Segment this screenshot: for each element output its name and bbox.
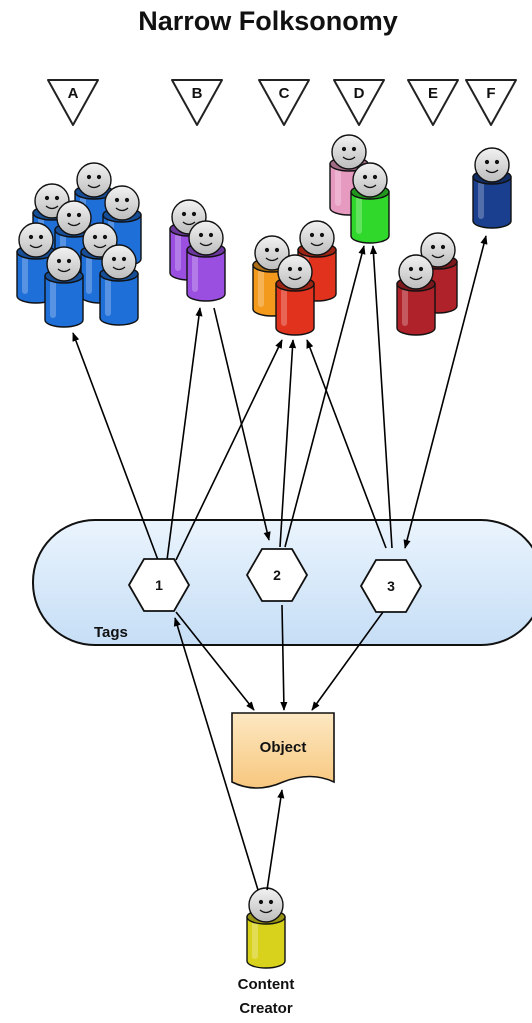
- arrow-tag3-to-object: [311, 611, 384, 711]
- user-group-d: [329, 134, 390, 244]
- arrow-tag3-to-c: [306, 339, 387, 549]
- arrow-tag1-to-a: [72, 332, 159, 561]
- tag-label-1: 1: [155, 577, 163, 593]
- user-b-2: [186, 220, 226, 302]
- group-triangles: A B C D E F: [47, 79, 517, 126]
- user-group-e: [396, 232, 458, 336]
- arrow-tag2-to-object: [280, 604, 288, 711]
- arrow-tag3-to-d: [369, 245, 393, 549]
- creator-label-line1: Content: [238, 976, 295, 993]
- group-label-f: F: [486, 85, 495, 102]
- tag-label-3: 3: [387, 578, 395, 594]
- user-group-f: [472, 147, 512, 229]
- arrows: [72, 235, 488, 891]
- tag-label-2: 2: [273, 567, 281, 583]
- creator-label-line2: Creator: [239, 1000, 293, 1017]
- content-creator: [246, 887, 286, 969]
- group-triangle-c: C: [258, 79, 310, 126]
- tag-hexagon-3: 3: [359, 559, 423, 613]
- group-label-d: D: [354, 85, 365, 102]
- tag-hexagons: 1 2 3: [127, 548, 423, 613]
- group-label-a: A: [68, 85, 79, 102]
- object-document: Object: [231, 712, 335, 789]
- arrow-tag2-to-c: [279, 339, 297, 548]
- user-c-3: [275, 254, 315, 336]
- arrow-tag1-to-object: [175, 611, 255, 711]
- arrow-b-to-tag2: [213, 307, 271, 541]
- user-group-c: [252, 220, 337, 336]
- group-label-c: C: [279, 85, 290, 102]
- arrow-tag3-to-f: [403, 235, 488, 549]
- content-creator-figure: [246, 887, 286, 969]
- user-group-a: [16, 162, 142, 328]
- group-triangle-f: F: [465, 79, 517, 126]
- group-triangle-b: B: [171, 79, 223, 126]
- tags-label: Tags: [94, 624, 128, 641]
- tag-hexagon-2: 2: [245, 548, 309, 602]
- arrow-tag1-to-b: [166, 307, 203, 561]
- group-label-b: B: [192, 85, 203, 102]
- diagram-title: Narrow Folksonomy: [138, 6, 398, 36]
- arrow-tag2-to-d: [284, 245, 366, 548]
- group-triangle-a: A: [47, 79, 99, 126]
- user-d-2: [350, 162, 390, 244]
- arrow-creator-to-object: [266, 789, 285, 891]
- user-f-1: [472, 147, 512, 229]
- group-triangle-e: E: [407, 79, 459, 126]
- object-label: Object: [260, 739, 307, 756]
- user-a-8: [99, 244, 139, 326]
- user-a-7: [44, 246, 84, 328]
- arrow-tag1-to-c: [175, 339, 283, 561]
- group-triangle-d: D: [333, 79, 385, 126]
- user-e-2: [396, 254, 436, 336]
- arrow-creator-to-tag1: [173, 617, 259, 891]
- tag-hexagon-1: 1: [127, 558, 191, 612]
- group-label-e: E: [428, 85, 438, 102]
- user-group-b: [169, 199, 226, 302]
